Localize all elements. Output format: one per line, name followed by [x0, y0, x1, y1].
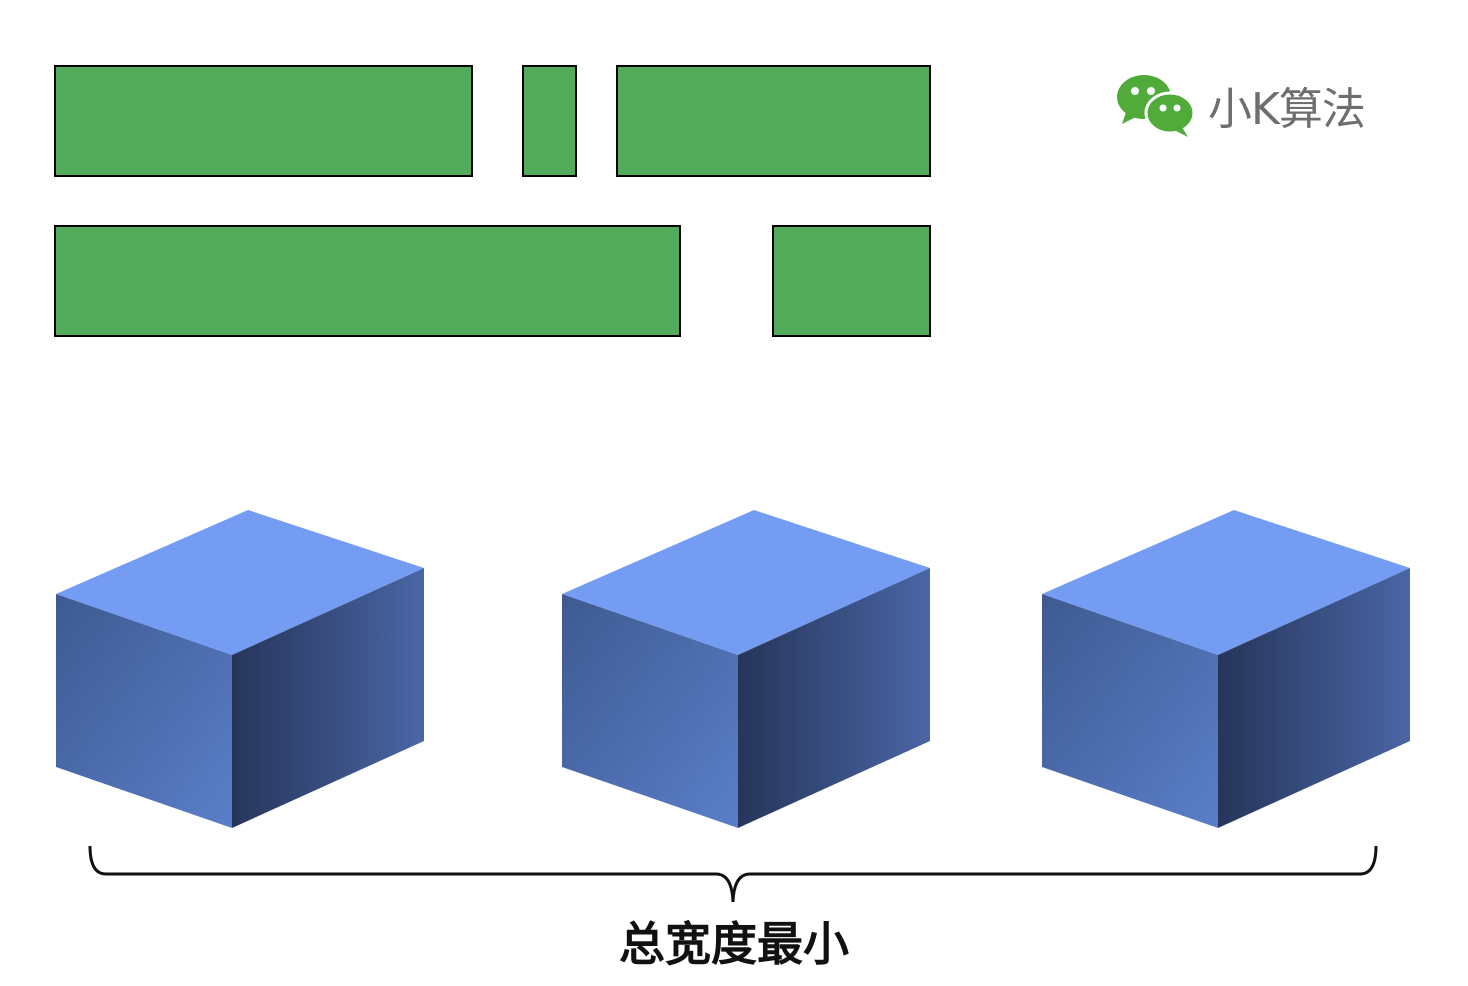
- book-row1-item3: [616, 65, 931, 177]
- book-row2-item1: [54, 225, 681, 337]
- box-2: [562, 510, 930, 828]
- book-row1-item1: [54, 65, 473, 177]
- brand: 小K算法: [1114, 72, 1366, 138]
- caption: 总宽度最小: [619, 917, 849, 971]
- brand-name: 小K算法: [1208, 84, 1366, 135]
- box-3: [1042, 510, 1410, 828]
- book-row1-item2: [522, 65, 577, 177]
- box-1: [56, 510, 424, 828]
- book-row2-item2: [772, 225, 931, 337]
- wechat-icon: [1117, 75, 1196, 137]
- width-brace: [88, 845, 1378, 903]
